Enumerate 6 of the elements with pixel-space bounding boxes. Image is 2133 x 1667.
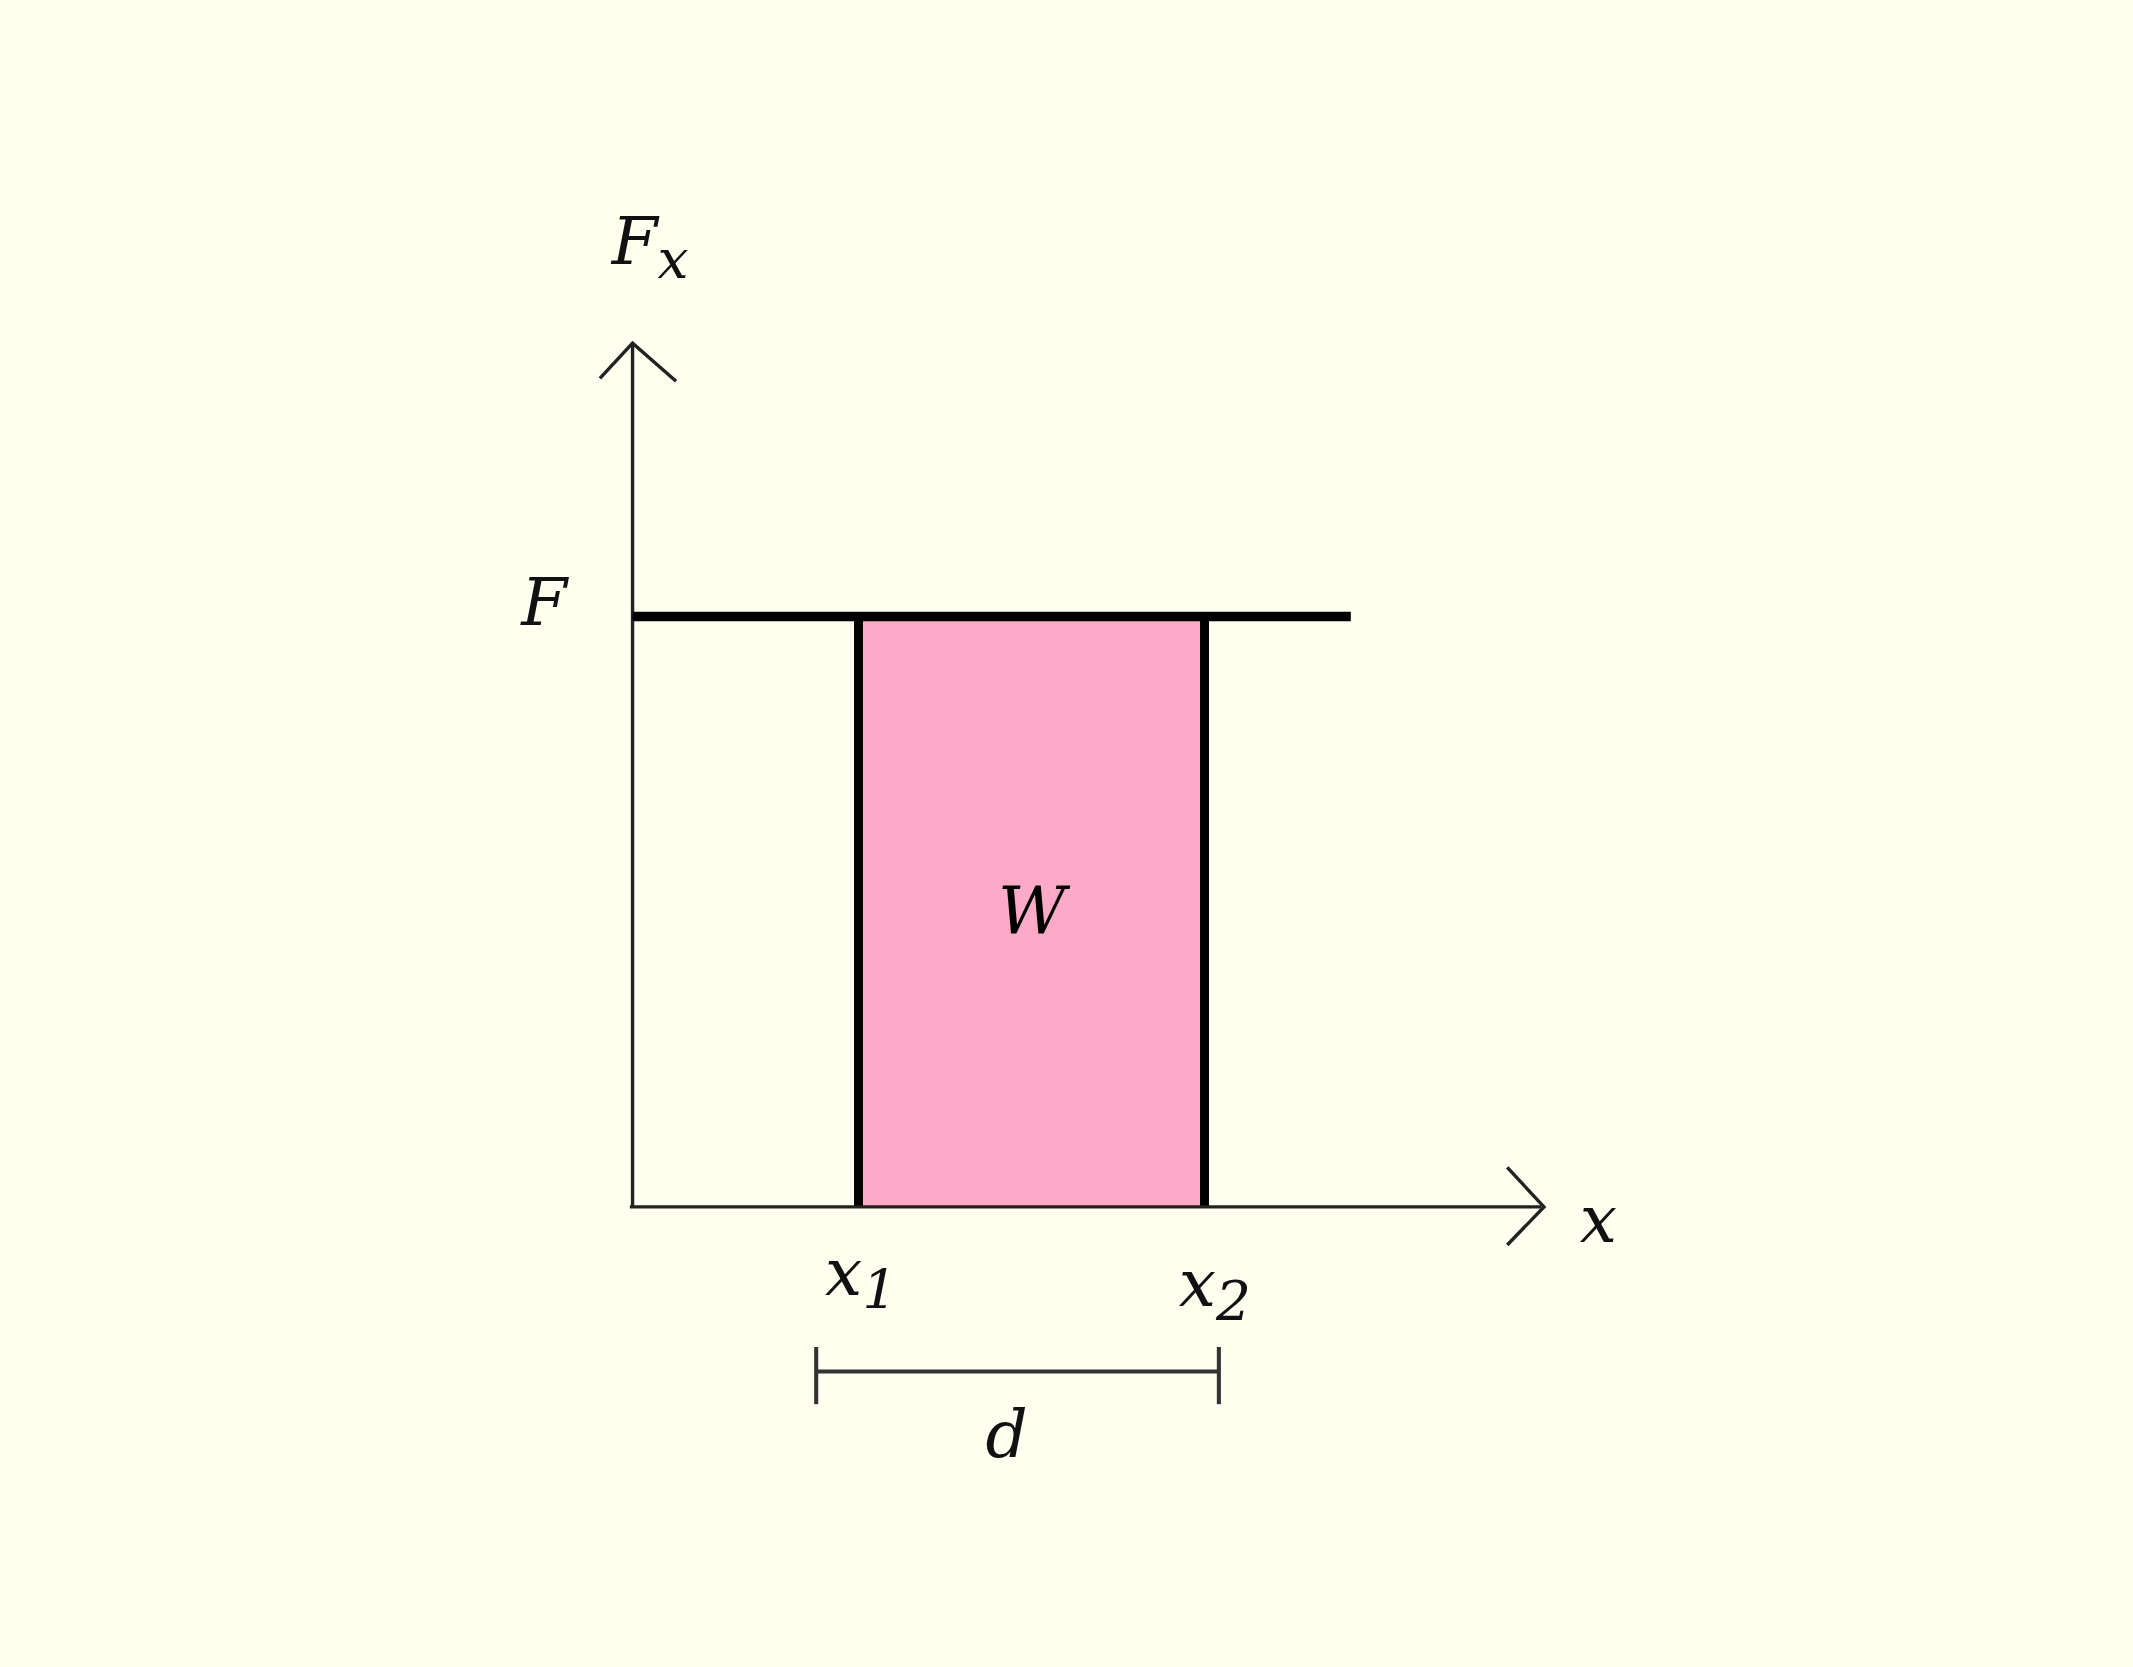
axis-label: F$_{x}$ — [611, 208, 689, 287]
position-label: x$_{1}$ — [824, 1239, 898, 1318]
dimension-label: d — [985, 1402, 1028, 1469]
axis-label: x — [1579, 1187, 1617, 1254]
value-label: F — [521, 569, 567, 636]
position-label: x$_{2}$ — [1178, 1250, 1251, 1329]
